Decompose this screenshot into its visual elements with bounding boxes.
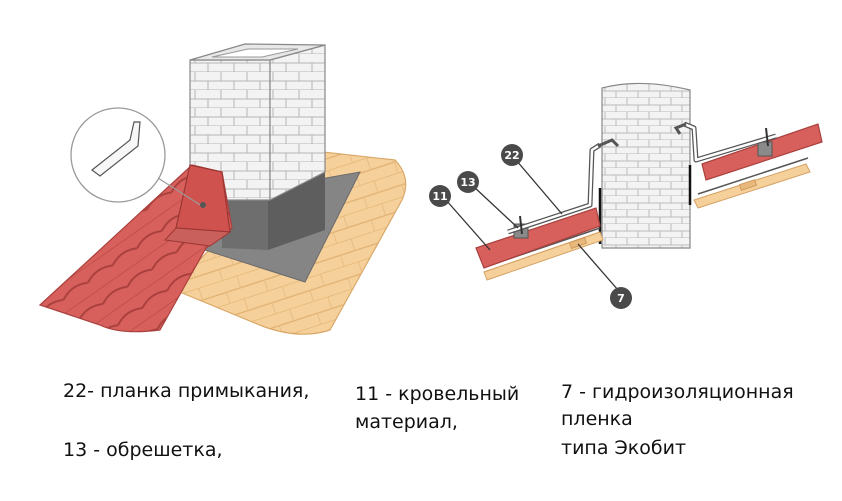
callout-11: 11 xyxy=(429,185,451,207)
callout-7: 7 xyxy=(610,287,632,309)
caption-item-7-line3: типа Экобит xyxy=(561,437,687,459)
caption-item-11-line1: 11 - кровельный xyxy=(355,383,520,405)
svg-text:22: 22 xyxy=(504,149,519,162)
svg-text:7: 7 xyxy=(617,292,625,305)
caption-item-13: 13 - обрешетка, xyxy=(63,439,223,461)
callout-13: 13 xyxy=(457,171,479,193)
chimney-side xyxy=(269,44,326,201)
caption-item-11-line2: материал, xyxy=(355,411,458,433)
chimney-wall-section xyxy=(601,82,691,249)
svg-text:13: 13 xyxy=(460,176,475,189)
right-cross-section: 11 13 22 7 xyxy=(429,82,823,309)
left-roof-tile xyxy=(475,207,601,269)
left-3d-illustration xyxy=(38,43,407,335)
callout-22: 22 xyxy=(501,144,523,166)
caption-item-7-line2: пленка xyxy=(561,408,633,430)
strip-profile-detail xyxy=(91,121,141,177)
svg-text:11: 11 xyxy=(432,190,447,203)
caption-item-7-line1: 7 - гидроизоляционная xyxy=(561,381,794,403)
caption-item-22: 22- планка примыкания, xyxy=(63,380,310,402)
